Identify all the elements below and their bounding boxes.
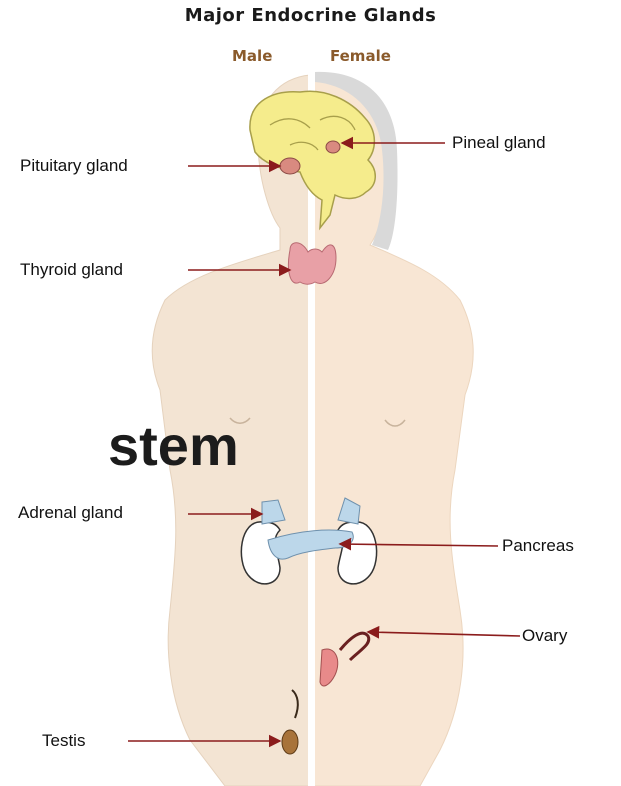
- label-testis: Testis: [42, 731, 85, 751]
- pituitary-gland: [280, 158, 300, 174]
- label-thyroid-gland: Thyroid gland: [20, 260, 123, 280]
- label-pituitary-gland: Pituitary gland: [20, 156, 128, 176]
- thyroid-gland: [288, 243, 336, 285]
- testis: [282, 730, 298, 754]
- label-adrenal-gland: Adrenal gland: [18, 503, 123, 523]
- overlay-text: stem: [108, 418, 239, 474]
- label-pancreas: Pancreas: [502, 536, 574, 556]
- label-pineal-gland: Pineal gland: [452, 133, 546, 153]
- pineal-gland: [326, 141, 340, 153]
- label-ovary: Ovary: [522, 626, 567, 646]
